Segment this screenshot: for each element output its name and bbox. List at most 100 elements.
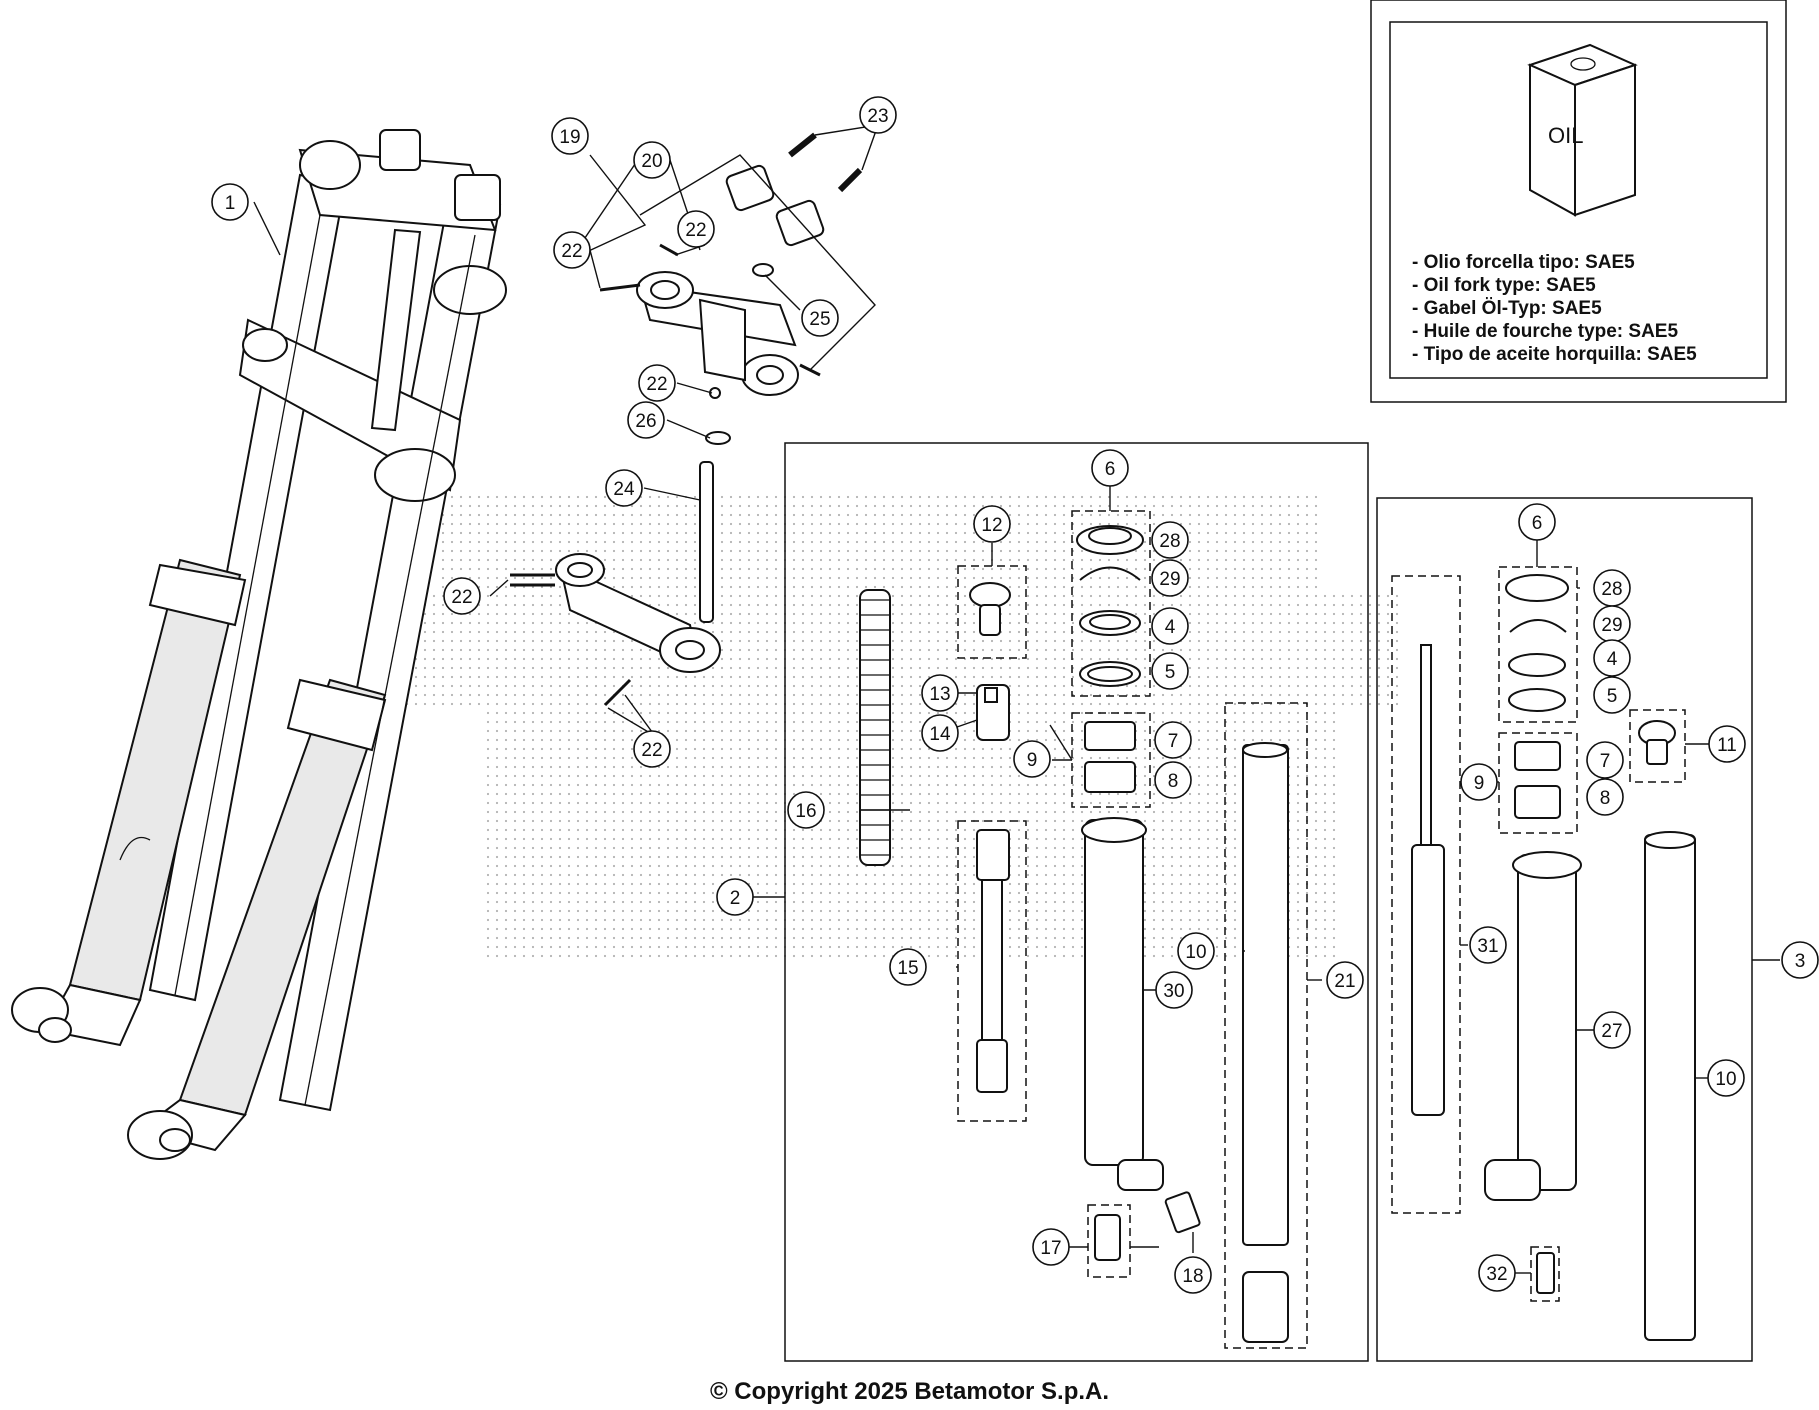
callout-8: 8 bbox=[1586, 778, 1624, 816]
right-leg-leaders bbox=[1460, 540, 1780, 1274]
callout-circle bbox=[638, 364, 676, 402]
oil-info-frame bbox=[1370, 0, 1787, 403]
callout-20: 20 bbox=[633, 141, 671, 179]
callout-22: 22 bbox=[638, 364, 676, 402]
callout-circle bbox=[1177, 932, 1215, 970]
callout-number: 22 bbox=[646, 374, 667, 395]
callout-circle bbox=[633, 730, 671, 768]
callout-layer: 1192023222225222624222226122829451314978… bbox=[211, 96, 1819, 1294]
callout-circle bbox=[1091, 449, 1129, 487]
callout-number: 26 bbox=[635, 411, 656, 432]
callout-circle bbox=[973, 505, 1011, 543]
callout-number: 15 bbox=[897, 958, 918, 979]
callout-circle bbox=[1518, 503, 1556, 541]
callout-circle bbox=[1154, 721, 1192, 759]
callout-circle bbox=[1593, 676, 1631, 714]
callout-number: 7 bbox=[1600, 751, 1611, 772]
oil-spec-list: - Olio forcella tipo: SAE5 - Oil fork ty… bbox=[1412, 252, 1697, 365]
callout-28: 28 bbox=[1151, 521, 1189, 559]
callout-number: 20 bbox=[641, 151, 662, 172]
callout-number: 5 bbox=[1607, 686, 1618, 707]
callout-number: 31 bbox=[1477, 936, 1498, 957]
callout-circle bbox=[801, 299, 839, 337]
callout-27: 27 bbox=[1593, 1011, 1631, 1049]
oil-can-label: OIL bbox=[1548, 123, 1583, 148]
callout-number: 6 bbox=[1105, 459, 1116, 480]
callout-13: 13 bbox=[921, 674, 959, 712]
callout-number: 14 bbox=[929, 724, 951, 745]
callout-number: 17 bbox=[1040, 1238, 1061, 1259]
callout-number: 28 bbox=[1159, 531, 1180, 552]
callout-5: 5 bbox=[1593, 676, 1631, 714]
callout-18: 18 bbox=[1174, 1256, 1212, 1294]
callout-circle bbox=[1151, 607, 1189, 645]
callout-number: 29 bbox=[1159, 569, 1180, 590]
callout-circle bbox=[605, 469, 643, 507]
callout-2: 2 bbox=[716, 878, 754, 916]
callout-number: 4 bbox=[1165, 617, 1176, 638]
callout-circle bbox=[211, 183, 249, 221]
callout-8: 8 bbox=[1154, 761, 1192, 799]
callout-circle bbox=[1460, 763, 1498, 801]
callout-3: 3 bbox=[1781, 941, 1819, 979]
callout-number: 22 bbox=[451, 587, 472, 608]
callout-circle bbox=[1708, 725, 1746, 763]
callout-circle bbox=[921, 674, 959, 712]
callout-number: 19 bbox=[559, 127, 580, 148]
callout-15: 15 bbox=[889, 948, 927, 986]
callout-circle bbox=[1781, 941, 1819, 979]
callout-number: 10 bbox=[1715, 1069, 1736, 1090]
callout-circle bbox=[1151, 521, 1189, 559]
callout-number: 21 bbox=[1334, 971, 1355, 992]
callout-19: 19 bbox=[551, 117, 589, 155]
copyright-footer: © Copyright 2025 Betamotor S.p.A. bbox=[709, 1378, 1110, 1405]
callout-number: 32 bbox=[1486, 1264, 1507, 1285]
callout-number: 29 bbox=[1601, 615, 1622, 636]
callout-21: 21 bbox=[1326, 961, 1364, 999]
callout-29: 29 bbox=[1593, 605, 1631, 643]
callout-31: 31 bbox=[1469, 926, 1507, 964]
callout-number: 28 bbox=[1601, 579, 1622, 600]
callout-4: 4 bbox=[1151, 607, 1189, 645]
callout-number: 8 bbox=[1600, 788, 1611, 809]
callout-circle bbox=[1032, 1228, 1070, 1266]
watermark-pattern bbox=[400, 490, 1400, 960]
callout-number: 23 bbox=[867, 106, 888, 127]
callout-circle bbox=[1151, 559, 1189, 597]
callout-circle bbox=[1593, 1011, 1631, 1049]
oil-spec-line-fr: - Huile de fourche type: SAE5 bbox=[1412, 321, 1678, 342]
callout-23: 23 bbox=[859, 96, 897, 134]
callout-number: 4 bbox=[1607, 649, 1618, 670]
callout-circle bbox=[1154, 761, 1192, 799]
callout-17: 17 bbox=[1032, 1228, 1070, 1266]
callout-circle bbox=[859, 96, 897, 134]
callout-number: 22 bbox=[641, 740, 662, 761]
callout-number: 18 bbox=[1182, 1266, 1203, 1287]
callout-circle bbox=[1013, 740, 1051, 778]
callout-number: 24 bbox=[613, 479, 635, 500]
callout-number: 9 bbox=[1027, 750, 1038, 771]
callout-circle bbox=[921, 714, 959, 752]
callout-number: 22 bbox=[561, 241, 582, 262]
callout-29: 29 bbox=[1151, 559, 1189, 597]
callout-number: 27 bbox=[1601, 1021, 1622, 1042]
callout-circle bbox=[633, 141, 671, 179]
callout-number: 5 bbox=[1165, 662, 1176, 683]
oil-spec-line-es: - Tipo de aceite horquilla: SAE5 bbox=[1412, 344, 1697, 365]
callout-14: 14 bbox=[921, 714, 959, 752]
callout-10: 10 bbox=[1707, 1059, 1745, 1097]
callout-28: 28 bbox=[1593, 569, 1631, 607]
callout-number: 11 bbox=[1717, 735, 1737, 756]
callout-circle bbox=[1155, 971, 1193, 1009]
callout-22: 22 bbox=[553, 231, 591, 269]
oil-spec-line-en: - Oil fork type: SAE5 bbox=[1412, 275, 1596, 296]
callout-circle bbox=[627, 401, 665, 439]
callout-number: 30 bbox=[1163, 981, 1184, 1002]
callout-1: 1 bbox=[211, 183, 249, 221]
callout-circle bbox=[1151, 652, 1189, 690]
callout-circle bbox=[1478, 1254, 1516, 1292]
callout-4: 4 bbox=[1593, 639, 1631, 677]
callout-22: 22 bbox=[677, 210, 715, 248]
callout-circle bbox=[677, 210, 715, 248]
right-leg-frame bbox=[1376, 497, 1753, 1362]
